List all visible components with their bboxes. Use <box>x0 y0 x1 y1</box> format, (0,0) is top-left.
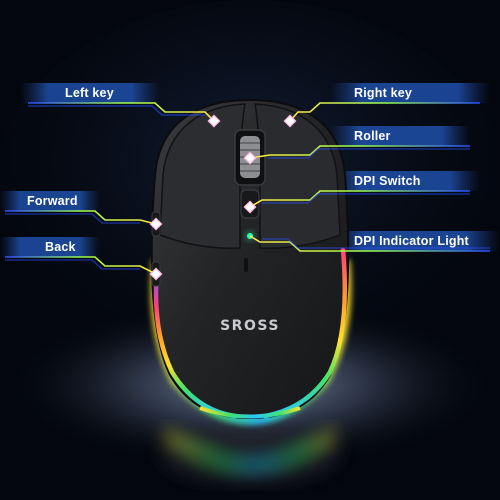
brand-logo: SROSS <box>220 318 280 334</box>
mouse <box>150 98 350 420</box>
label-left-key: Left key <box>65 86 114 100</box>
mouse-reflection <box>160 425 340 485</box>
label-dpi-indicator-light: DPI Indicator Light <box>354 234 469 248</box>
rgb-strip-left <box>153 267 238 419</box>
label-right-key: Right key <box>354 86 413 100</box>
label-dpi-switch: DPI Switch <box>354 174 421 188</box>
callout-lines <box>5 102 490 275</box>
callout-markers <box>149 114 297 281</box>
label-forward: Forward <box>27 194 78 208</box>
label-banners <box>0 83 500 257</box>
label-roller: Roller <box>354 129 391 143</box>
rgb-strip-right <box>262 247 348 419</box>
label-back: Back <box>45 240 76 254</box>
